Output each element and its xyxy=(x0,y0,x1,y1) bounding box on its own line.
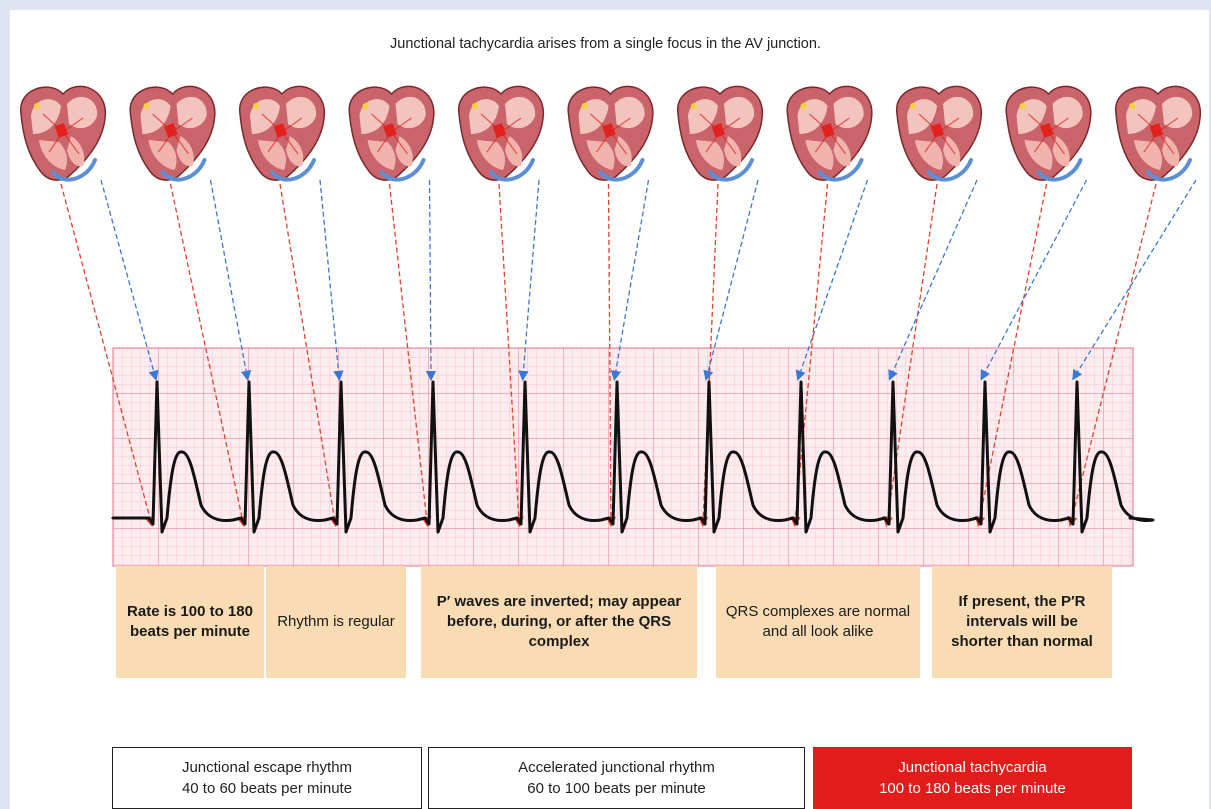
heart-cross-section-icon xyxy=(568,86,653,180)
heart-cross-section-icon xyxy=(240,86,325,180)
qrs-arrow-icon xyxy=(211,180,248,376)
heart-cross-section-icon xyxy=(349,86,434,180)
note-qrs: QRS complexes are normal and all look al… xyxy=(716,566,920,678)
qrs-arrow-icon xyxy=(615,180,649,376)
qrs-arrow-icon xyxy=(1075,180,1196,376)
ecg-grid xyxy=(113,348,1133,566)
qrs-arrow-icon xyxy=(799,180,868,376)
rate-box-tachycardia: Junctional tachycardia 100 to 180 beats … xyxy=(813,747,1132,809)
note-rate: Rate is 100 to 180 beats per minute xyxy=(116,566,264,678)
heart-cross-section-icon xyxy=(130,86,215,180)
qrs-arrow-icon xyxy=(983,180,1087,376)
qrs-arrow-icon xyxy=(430,180,432,376)
qrs-arrow-icon xyxy=(707,180,758,376)
heart-cross-section-icon xyxy=(1116,86,1201,180)
rate-box-tachycardia-range: 100 to 180 beats per minute xyxy=(879,778,1066,799)
rate-box-accelerated-range: 60 to 100 beats per minute xyxy=(527,778,705,799)
note-p-waves: P′ waves are inverted; may appear before… xyxy=(421,566,697,678)
heart-cross-section-icon xyxy=(459,86,544,180)
note-rhythm: Rhythm is regular xyxy=(266,566,406,678)
rate-box-accelerated-name: Accelerated junctional rhythm xyxy=(518,757,715,778)
rate-box-escape: Junctional escape rhythm 40 to 60 beats … xyxy=(112,747,422,809)
rate-box-escape-range: 40 to 60 beats per minute xyxy=(182,778,352,799)
qrs-arrow-icon xyxy=(891,180,977,376)
heart-cross-section-icon xyxy=(1006,86,1091,180)
heart-cross-section-icon xyxy=(787,86,872,180)
rate-box-escape-name: Junctional escape rhythm xyxy=(182,757,352,778)
qrs-arrow-icon xyxy=(101,180,155,376)
heart-cross-section-icon xyxy=(897,86,982,180)
qrs-arrow-icon xyxy=(320,180,339,376)
rate-box-tachycardia-name: Junctional tachycardia xyxy=(898,757,1046,778)
heart-cross-section-icon xyxy=(21,86,106,180)
heart-cross-section-icon xyxy=(678,86,763,180)
heart-row xyxy=(21,86,1201,180)
note-pr-interval: If present, the P′R intervals will be sh… xyxy=(932,566,1112,678)
rate-box-accelerated: Accelerated junctional rhythm 60 to 100 … xyxy=(428,747,805,809)
qrs-arrow-icon xyxy=(523,180,539,376)
